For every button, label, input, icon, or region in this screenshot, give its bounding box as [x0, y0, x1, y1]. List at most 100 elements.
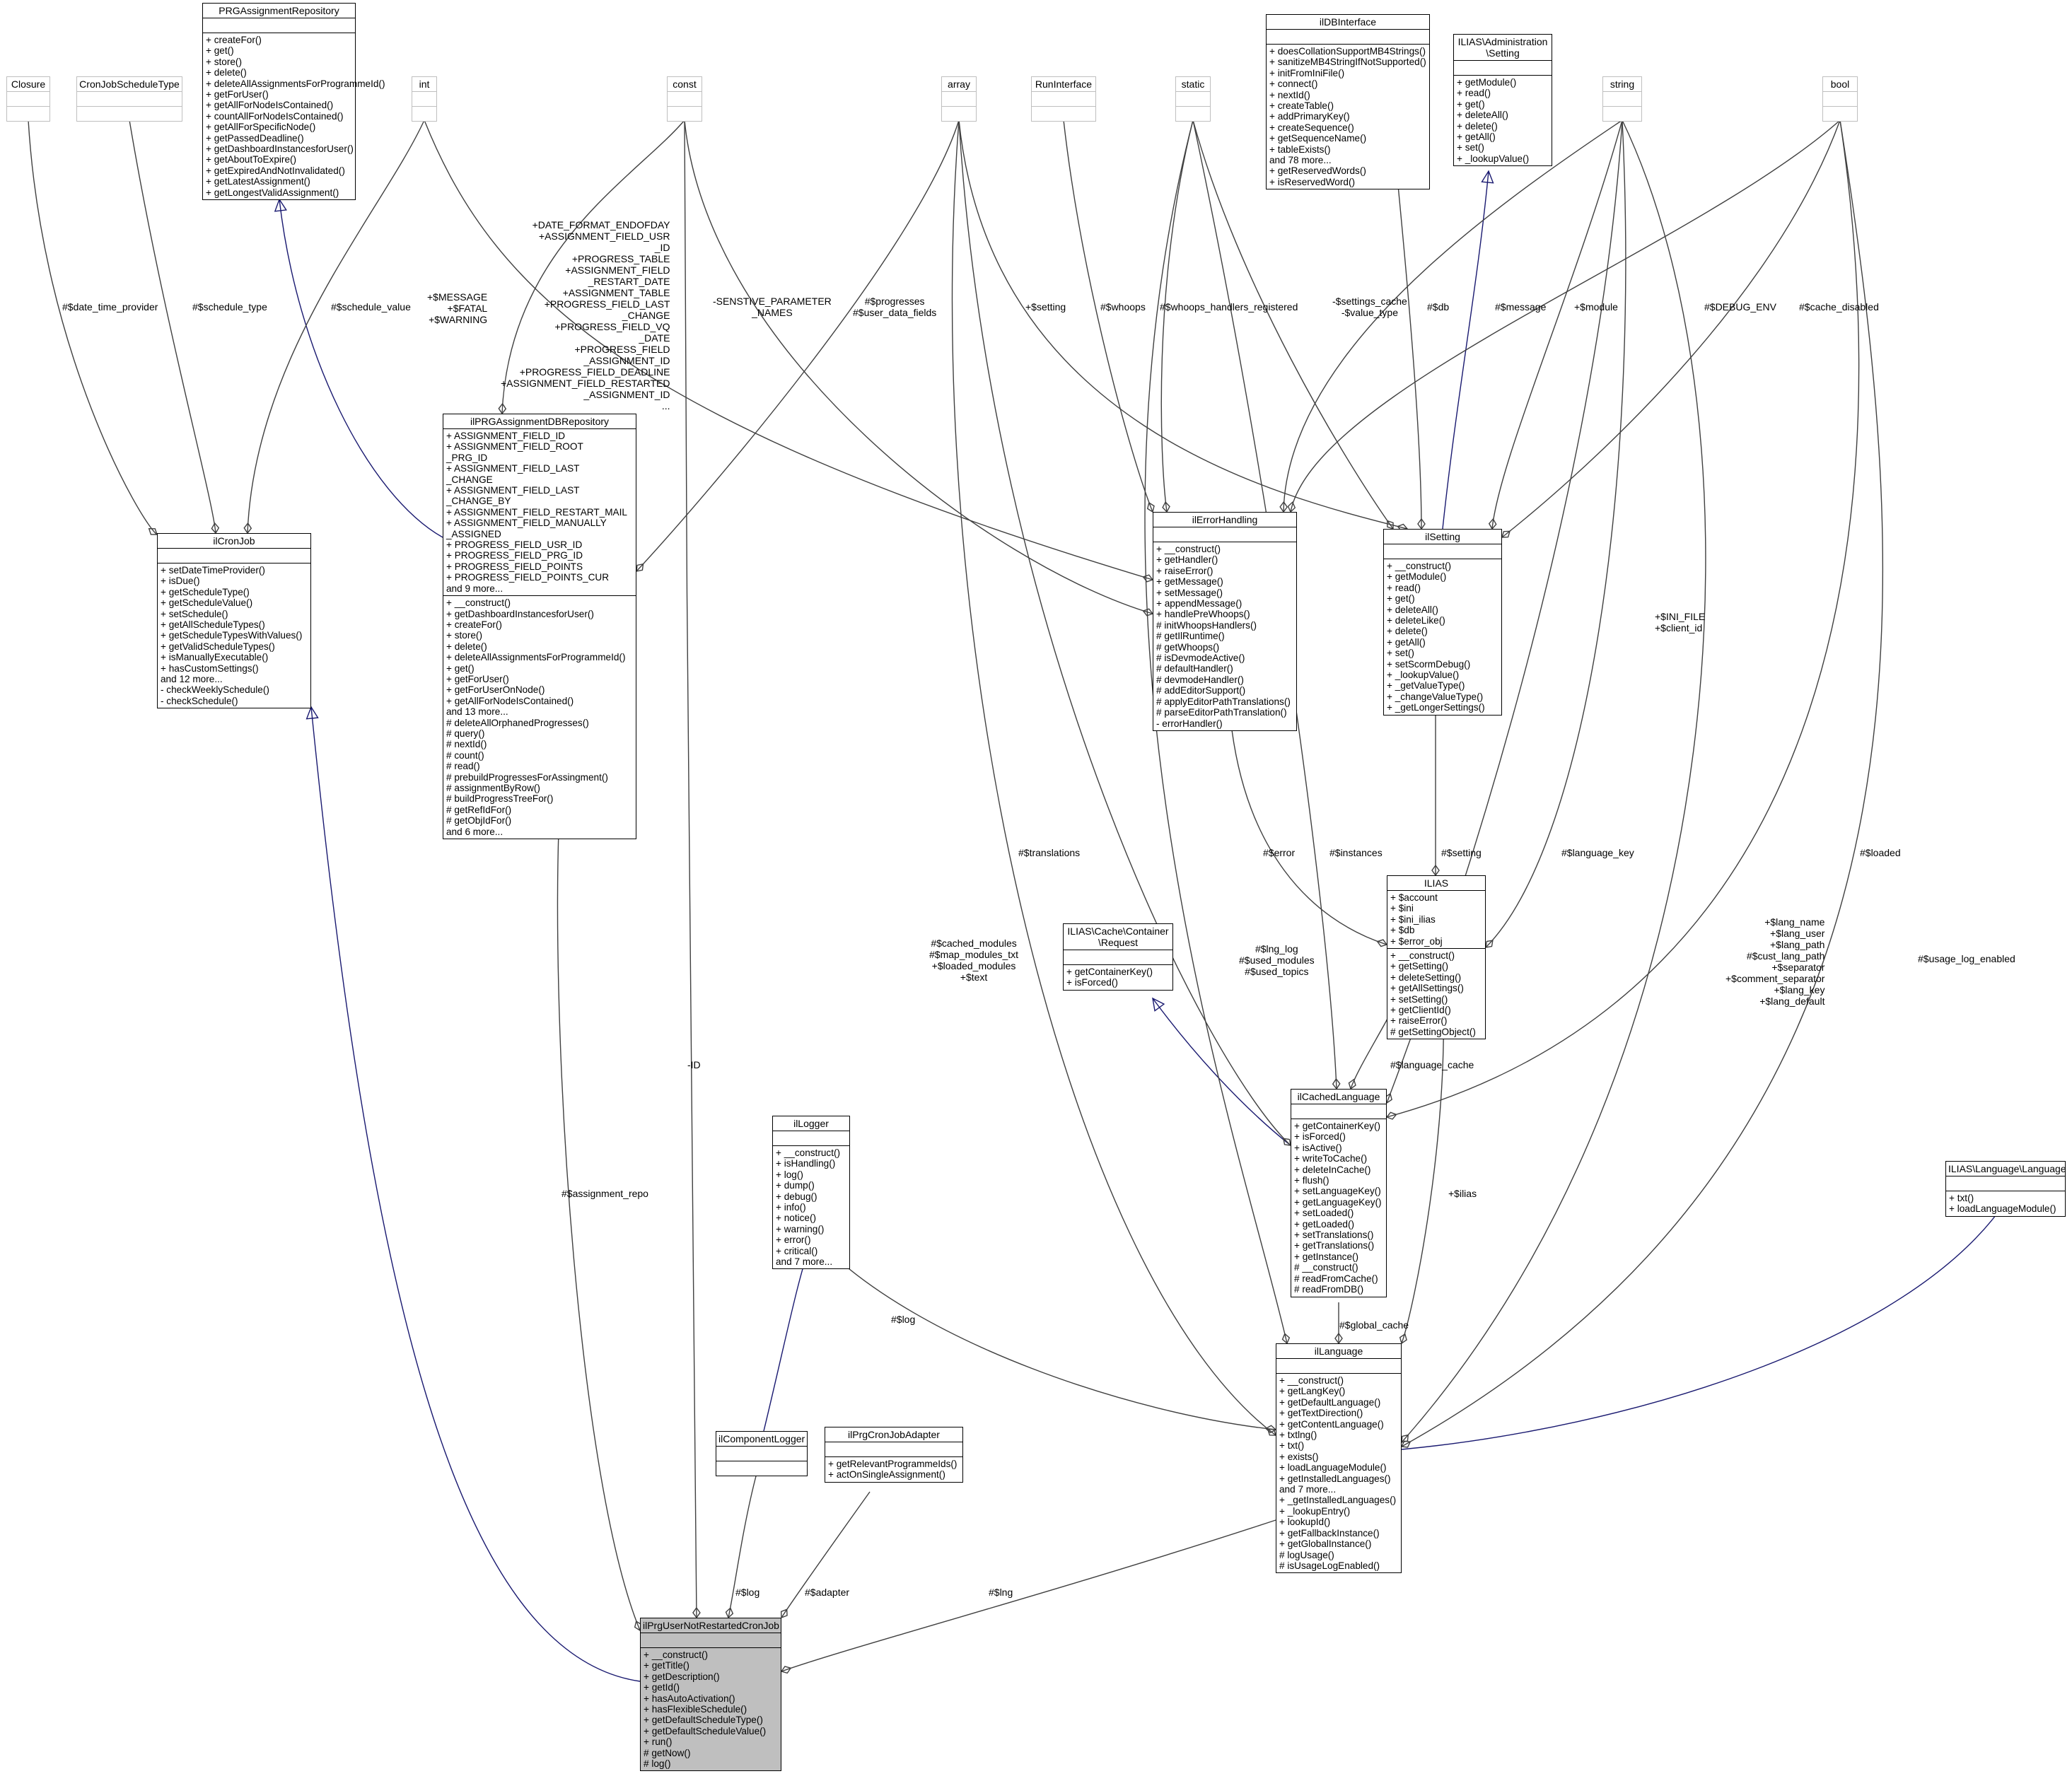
member-method: + log(): [776, 1169, 803, 1180]
node-run-interface[interactable]: RunInterface: [1031, 76, 1096, 122]
edge-label-adapter: #$adapter: [805, 1587, 850, 1598]
node-int[interactable]: int: [412, 76, 437, 122]
member-method: + run(): [644, 1736, 673, 1748]
node-methods: + getModule()+ read()+ get()+ deleteAll(…: [1454, 75, 1552, 165]
member-method: + get(): [1387, 593, 1415, 605]
node-cronjob-schedule-type[interactable]: CronJobScheduleType: [76, 76, 182, 122]
edge-static-settings-cache: [1192, 119, 1394, 530]
node-string[interactable]: string: [1602, 76, 1642, 122]
edge-label-whoops: #$whoops: [1100, 301, 1146, 313]
member-attribute: + ASSIGNMENT_FIELD_LAST: [446, 485, 580, 496]
inheritance-arrowhead: [1152, 997, 1165, 1012]
node-ilcachedlanguage[interactable]: ilCachedLanguage + getContainerKey()+ is…: [1291, 1089, 1387, 1297]
member-method: + getContainerKey(): [1294, 1121, 1381, 1131]
node-methods: + getContainerKey()+ isForced(): [1064, 964, 1172, 990]
node-title: ilDBInterface: [1267, 15, 1429, 30]
member-method: + createTable(): [1269, 100, 1334, 112]
node-ilerrorhandling[interactable]: ilErrorHandling + __construct()+ getHand…: [1153, 512, 1297, 731]
member-method: - checkSchedule(): [161, 695, 238, 706]
node-title: ILIAS: [1387, 876, 1485, 891]
member-method: + appendMessage(): [1156, 598, 1242, 609]
aggregation-diamond: [1348, 1078, 1356, 1090]
node-array[interactable]: array: [941, 76, 977, 122]
edge-label-int-constants: +$MESSAGE +$FATAL +$WARNING: [427, 291, 488, 325]
node-methods: + createFor()+ get()+ store()+ delete()+…: [203, 33, 385, 199]
node-closure[interactable]: Closure: [6, 76, 50, 122]
node-ilias-cache-container-request[interactable]: ILIAS\Cache\Container \Request + getCont…: [1063, 923, 1173, 991]
node-attributes: [773, 1131, 849, 1145]
member-method: + store(): [446, 630, 482, 641]
member-attribute: _ASSIGNED: [446, 528, 501, 539]
node-title: ILIAS\Language\Language: [1946, 1162, 2066, 1176]
node-ilias-language-language[interactable]: ILIAS\Language\Language + txt()+ loadLan…: [1945, 1161, 2066, 1217]
edge-const-sensitive: [684, 119, 1153, 614]
aggregation-diamond: [780, 1608, 788, 1619]
member-method: + getModule(): [1457, 77, 1517, 88]
member-method: and 7 more...: [1279, 1484, 1337, 1495]
edge-string-module: [1491, 119, 1623, 530]
member-method: + deleteAllAssignmentsForProgrammeId(): [446, 652, 626, 663]
node-methods: + setDateTimeProvider()+ isDue()+ getSch…: [158, 563, 310, 708]
edge-label-cached-modules: #$cached_modules #$map_modules_txt +$loa…: [929, 938, 1019, 983]
inheritance-arrowhead: [274, 198, 287, 212]
node-ilias-administration-setting[interactable]: ILIAS\Administration \Setting + getModul…: [1453, 34, 1552, 167]
node-ilprgcronjobadapter[interactable]: ilPrgCronJobAdapter + getRelevantProgram…: [825, 1427, 963, 1483]
node-bool[interactable]: bool: [1822, 76, 1858, 122]
member-method: + getRelevantProgrammeIds(): [828, 1459, 958, 1469]
aggregation-diamond: [243, 522, 252, 535]
member-attribute: + ASSIGNMENT_FIELD_MANUALLY: [446, 518, 607, 529]
node-const[interactable]: const: [667, 76, 702, 122]
member-method: + isManuallyExecutable(): [161, 652, 269, 663]
inheritance-arrowhead: [305, 706, 319, 720]
node-attributes: [668, 92, 702, 106]
node-ilprg-assignment-db-repository[interactable]: ilPRGAssignmentDBRepository + ASSIGNMENT…: [443, 414, 636, 840]
edge-label-language-key: #$language_key: [1561, 847, 1634, 858]
node-methods: + __construct()+ getLangKey()+ getDefaul…: [1276, 1373, 1401, 1572]
member-attribute: + $error_obj: [1390, 935, 1443, 947]
member-attribute: + PROGRESS_FIELD_PRG_ID: [446, 550, 583, 561]
node-illogger[interactable]: ilLogger + __construct()+ isHandling()+ …: [772, 1116, 850, 1270]
member-attribute: + PROGRESS_FIELD_USR_ID: [446, 539, 583, 551]
node-ildbinterface[interactable]: ilDBInterface + doesCollationSupportMB4S…: [1266, 14, 1430, 190]
member-method: + hasCustomSettings(): [161, 662, 259, 674]
member-method: + txt(): [1949, 1193, 1974, 1203]
member-method: + getTitle(): [644, 1660, 689, 1671]
edge-label-module: +$module: [1574, 301, 1618, 313]
member-method: # log(): [644, 1758, 671, 1770]
node-ilias[interactable]: ILIAS + $account+ $ini+ $ini_ilias+ $db+…: [1387, 875, 1486, 1040]
node-ilprgusernotrestartedcronjob[interactable]: ilPrgUserNotRestartedCronJob + __constru…: [640, 1618, 781, 1772]
member-method: + set(): [1457, 142, 1484, 153]
member-method: + createFor(): [446, 619, 502, 630]
member-method: + deleteInCache(): [1294, 1164, 1371, 1175]
member-method: and 78 more...: [1269, 155, 1332, 166]
member-method: + _getValueType(): [1387, 680, 1465, 691]
member-method: + getScheduleType(): [161, 586, 250, 597]
member-method: + getAllScheduleTypes(): [161, 619, 265, 631]
edge-label-schedule-type: #$schedule_type: [192, 301, 267, 313]
member-method: + raiseError(): [1156, 565, 1213, 576]
node-title: ilCachedLanguage: [1291, 1090, 1386, 1104]
member-method: + getDashboardInstancesforUser(): [206, 144, 354, 155]
node-illanguage[interactable]: ilLanguage + __construct()+ getLangKey()…: [1276, 1343, 1402, 1574]
node-attributes: [825, 1442, 962, 1456]
node-static[interactable]: static: [1175, 76, 1211, 122]
node-ilcomponentlogger[interactable]: ilComponentLogger: [716, 1431, 808, 1476]
aggregation-diamond: [1283, 1138, 1291, 1146]
node-prg-assignment-repository[interactable]: PRGAssignmentRepository + createFor()+ g…: [202, 3, 385, 201]
node-title: ilSetting: [1384, 530, 1501, 544]
node-methods: [942, 106, 976, 121]
member-method: + set(): [1387, 648, 1414, 659]
node-title: static: [1176, 77, 1210, 92]
member-method: # assignmentByRow(): [446, 783, 540, 793]
member-method: + deleteLike(): [1387, 615, 1445, 626]
member-method: + getAboutToExpire(): [206, 154, 297, 165]
member-method: + read(): [1387, 582, 1421, 593]
member-method: + getScheduleValue(): [161, 597, 253, 609]
node-ilsetting[interactable]: ilSetting + __construct()+ getModule()+ …: [1383, 529, 1502, 716]
node-attributes: [1064, 950, 1172, 964]
node-ilcronjob[interactable]: ilCronJob + setDateTimeProvider()+ isDue…: [157, 533, 311, 709]
member-method: + getLangKey(): [1279, 1386, 1346, 1397]
member-method: + isDue(): [161, 576, 200, 587]
member-attribute: + $db: [1390, 925, 1415, 936]
node-title: ilPrgCronJobAdapter: [825, 1427, 962, 1442]
